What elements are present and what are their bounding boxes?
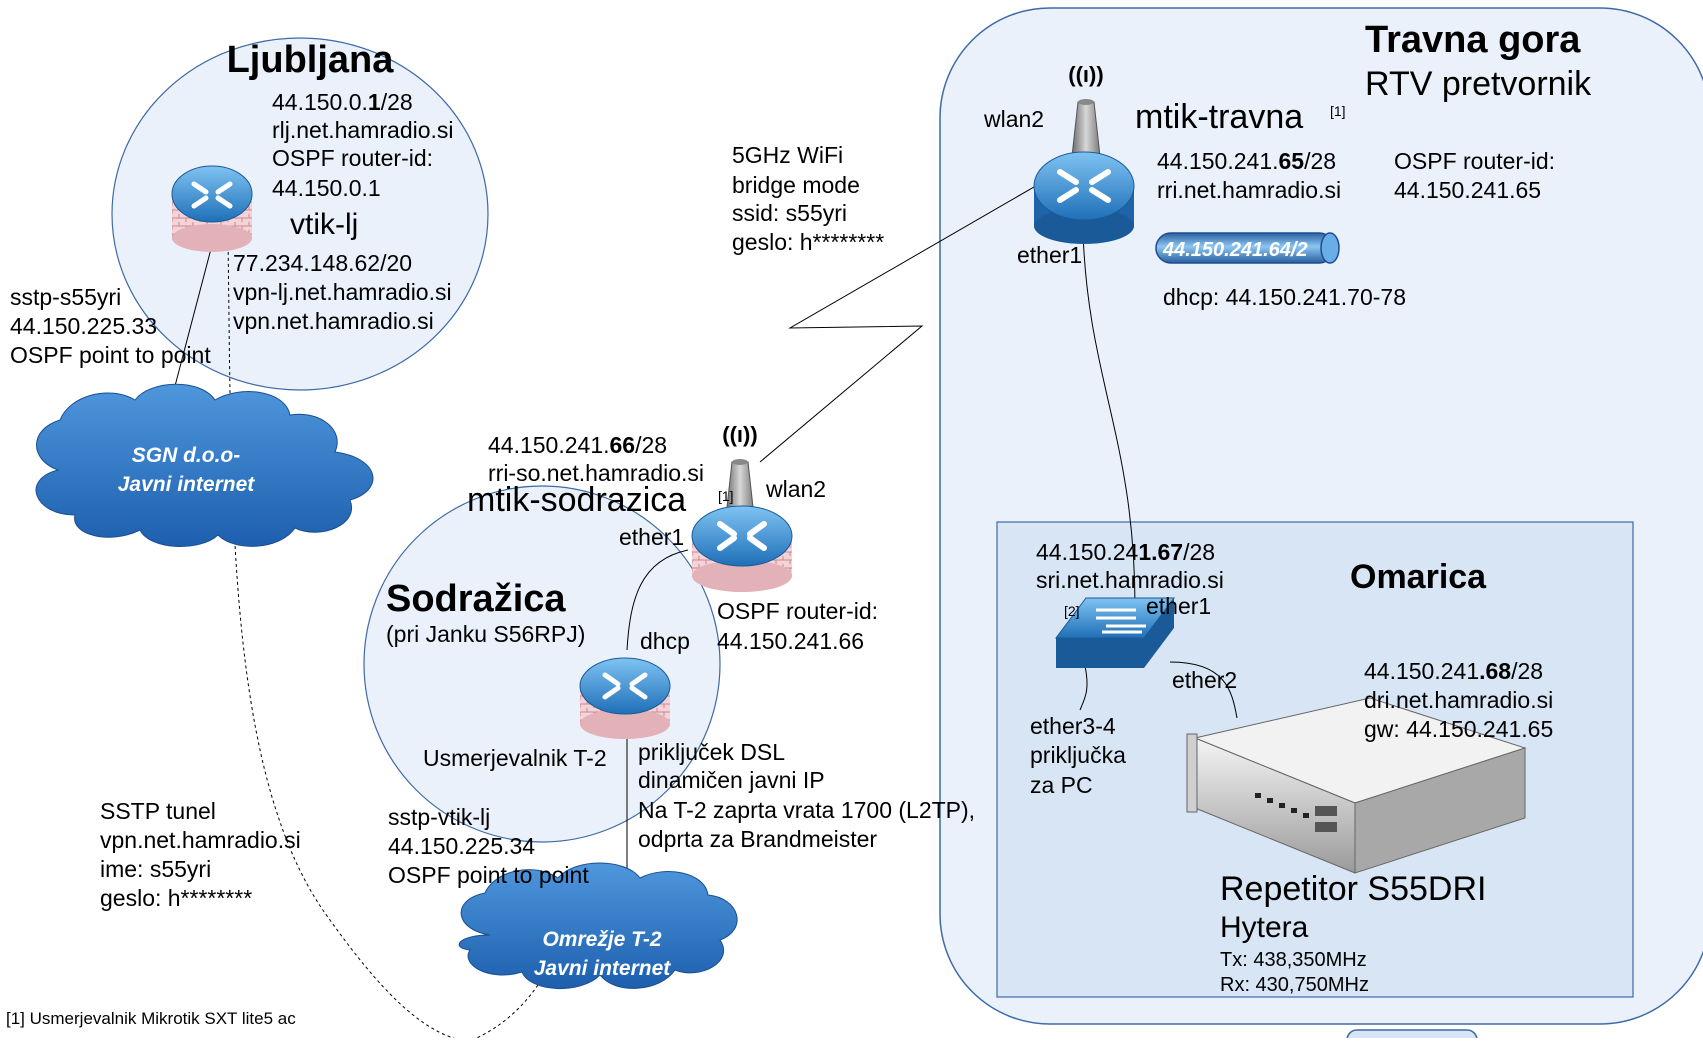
wifi-line4: geslo: h******** bbox=[732, 229, 884, 255]
travna-footnote-ref: [1] bbox=[1330, 103, 1346, 119]
wifi-bridge-link bbox=[759, 175, 1054, 463]
svg-text:((ı)): ((ı)) bbox=[1068, 62, 1103, 87]
sstp-tunnel-line4: geslo: h******** bbox=[100, 885, 252, 911]
switch-ref: [2] bbox=[1064, 603, 1080, 619]
sodrazica-footnote-ref: [1] bbox=[718, 488, 734, 504]
ether34-line2: priključka bbox=[1030, 742, 1126, 768]
sodrazica-ip: 44.150.241.66/28 bbox=[488, 432, 667, 458]
wifi-line1: 5GHz WiFi bbox=[732, 142, 843, 168]
travna-ip: 44.150.241.65/28 bbox=[1157, 148, 1336, 174]
svg-text:((ı)): ((ı)) bbox=[722, 422, 757, 447]
cloud-t2-line1: Omrežje T-2 bbox=[542, 928, 661, 951]
ether34-line1: ether3-4 bbox=[1030, 713, 1116, 739]
ether34-line3: za PC bbox=[1030, 772, 1093, 798]
switch-icon[interactable] bbox=[1055, 597, 1175, 668]
switch-ether2: ether2 bbox=[1172, 667, 1237, 693]
link-switch-pc bbox=[1079, 665, 1088, 711]
sodrazica-title: Sodražica bbox=[386, 578, 566, 620]
travna-title: Travna gora bbox=[1365, 19, 1581, 61]
subnet-tag: 44.150.241.64/2 bbox=[1162, 239, 1308, 261]
cloud-sgn: SGN d.o.o- Javni internet bbox=[35, 383, 374, 547]
travna-ether: ether1 bbox=[1017, 242, 1082, 268]
dsl-line4: odprta za Brandmeister bbox=[638, 826, 877, 852]
sstp-lj-ip: 44.150.225.33 bbox=[10, 313, 157, 339]
sstp-vtik-name: sstp-vtik-lj bbox=[388, 804, 490, 830]
link-travna-switch bbox=[1082, 231, 1136, 608]
sstp-vtik-ip: 44.150.225.34 bbox=[388, 833, 535, 859]
repeater-tx: Tx: 438,350MHz bbox=[1220, 949, 1367, 971]
sodrazica-ospf-label: OSPF router-id: bbox=[717, 598, 878, 624]
repeater-make: Hytera bbox=[1220, 911, 1309, 944]
sodrazica-dhcp: dhcp bbox=[640, 628, 690, 654]
repeater-name: Repetitor S55DRI bbox=[1220, 870, 1486, 908]
ljubljana-area bbox=[111, 37, 489, 391]
sstp-tunnel-line3: ime: s55yri bbox=[100, 856, 211, 882]
repeater-rack-icon bbox=[1186, 697, 1527, 874]
ljubljana-vpn-host1: vpn-lj.net.hamradio.si bbox=[233, 279, 452, 305]
sstp-tunnel-line1: SSTP tunel bbox=[100, 798, 216, 824]
travna-host: rri.net.hamradio.si bbox=[1157, 177, 1341, 203]
subnet-cylinder: 44.150.241.64/2 bbox=[1155, 232, 1340, 264]
travna-subtitle: RTV pretvornik bbox=[1365, 65, 1592, 103]
router-vtik-lj-icon[interactable] bbox=[171, 165, 253, 252]
dsl-line2: dinamičen javni IP bbox=[638, 767, 825, 793]
repeater-ip: 44.150.241.68/28 bbox=[1364, 658, 1543, 684]
router-mtik-sodrazica-icon[interactable] bbox=[691, 505, 793, 592]
ljubljana-ip: 44.150.0.1/28 bbox=[272, 89, 413, 115]
repeater-gw: gw: 44.150.241.65 bbox=[1364, 716, 1553, 742]
partial-shape-bottom bbox=[1346, 1029, 1478, 1043]
switch-host: sri.net.hamradio.si bbox=[1036, 567, 1224, 593]
antenna-travna-icon: ((ı)) bbox=[1068, 62, 1104, 157]
travna-wlan: wlan2 bbox=[983, 106, 1044, 132]
sodrazica-ospf-id: 44.150.241.66 bbox=[717, 628, 864, 654]
sstp-lj-ospf: OSPF point to point bbox=[10, 342, 211, 368]
sstp-tunnel-line2: vpn.net.hamradio.si bbox=[100, 827, 301, 853]
cloud-sgn-line1: SGN d.o.o- bbox=[132, 444, 241, 467]
switch-ip: 44.150.241.67/28 bbox=[1036, 539, 1215, 565]
ljubljana-public-ip: 77.234.148.62/20 bbox=[233, 250, 412, 276]
sodrazica-host: rri-so.net.hamradio.si bbox=[488, 460, 704, 486]
link-vtik-sgn bbox=[169, 244, 213, 406]
ljubljana-ospf-label: OSPF router-id: bbox=[272, 145, 433, 171]
sstp-tunnel-path-right bbox=[471, 899, 571, 1041]
sodrazica-wlan: wlan2 bbox=[765, 476, 826, 502]
sodrazica-area bbox=[363, 485, 721, 843]
ljubljana-title: Ljubljana bbox=[227, 39, 395, 81]
omarica-title: Omarica bbox=[1350, 558, 1487, 596]
ljubljana-ospf-id: 44.150.0.1 bbox=[272, 175, 381, 201]
sodrazica-ether: ether1 bbox=[619, 524, 684, 550]
dsl-line1: priključek DSL bbox=[638, 739, 785, 765]
wifi-line3: ssid: s55yri bbox=[732, 200, 847, 226]
travna-dhcp: dhcp: 44.150.241.70-78 bbox=[1163, 284, 1406, 310]
cloud-t2-line2: Javni internet bbox=[534, 957, 672, 980]
footnote-1: [1] Usmerjevalnik Mikrotik SXT lite5 ac bbox=[6, 1009, 296, 1028]
mtik-travna-label: mtik-travna bbox=[1135, 98, 1303, 136]
vtik-lj-label: vtik-lj bbox=[290, 208, 358, 241]
travna-ospf-id: 44.150.241.65 bbox=[1394, 177, 1541, 203]
sstp-lj-name: sstp-s55yri bbox=[10, 284, 121, 310]
cloud-sgn-line2: Javni internet bbox=[118, 473, 256, 496]
link-sodrazica-t2 bbox=[626, 549, 689, 651]
sstp-vtik-ospf: OSPF point to point bbox=[388, 862, 589, 888]
ljubljana-vpn-host2: vpn.net.hamradio.si bbox=[233, 308, 434, 334]
mtik-sodrazica-label: mtik-sodrazica bbox=[467, 481, 686, 519]
ljubljana-host: rlj.net.hamradio.si bbox=[272, 117, 454, 143]
repeater-host: dri.net.hamradio.si bbox=[1364, 687, 1553, 713]
router-mtik-travna-icon[interactable] bbox=[1033, 151, 1135, 244]
dsl-line3: Na T-2 zaprta vrata 1700 (L2TP), bbox=[638, 797, 975, 823]
repeater-rx: Rx: 430,750MHz bbox=[1220, 974, 1369, 996]
link-switch-repeater bbox=[1169, 661, 1238, 719]
router-t2-icon[interactable] bbox=[579, 657, 671, 739]
cloud-t2: Omrežje T-2 Javni internet bbox=[458, 862, 738, 989]
sodrazica-subtitle: (pri Janku S56RPJ) bbox=[386, 621, 585, 647]
travna-ospf-label: OSPF router-id: bbox=[1394, 148, 1555, 174]
t2-router-label: Usmerjevalnik T-2 bbox=[423, 745, 607, 771]
wifi-line2: bridge mode bbox=[732, 172, 860, 198]
switch-ether1: ether1 bbox=[1146, 593, 1211, 619]
